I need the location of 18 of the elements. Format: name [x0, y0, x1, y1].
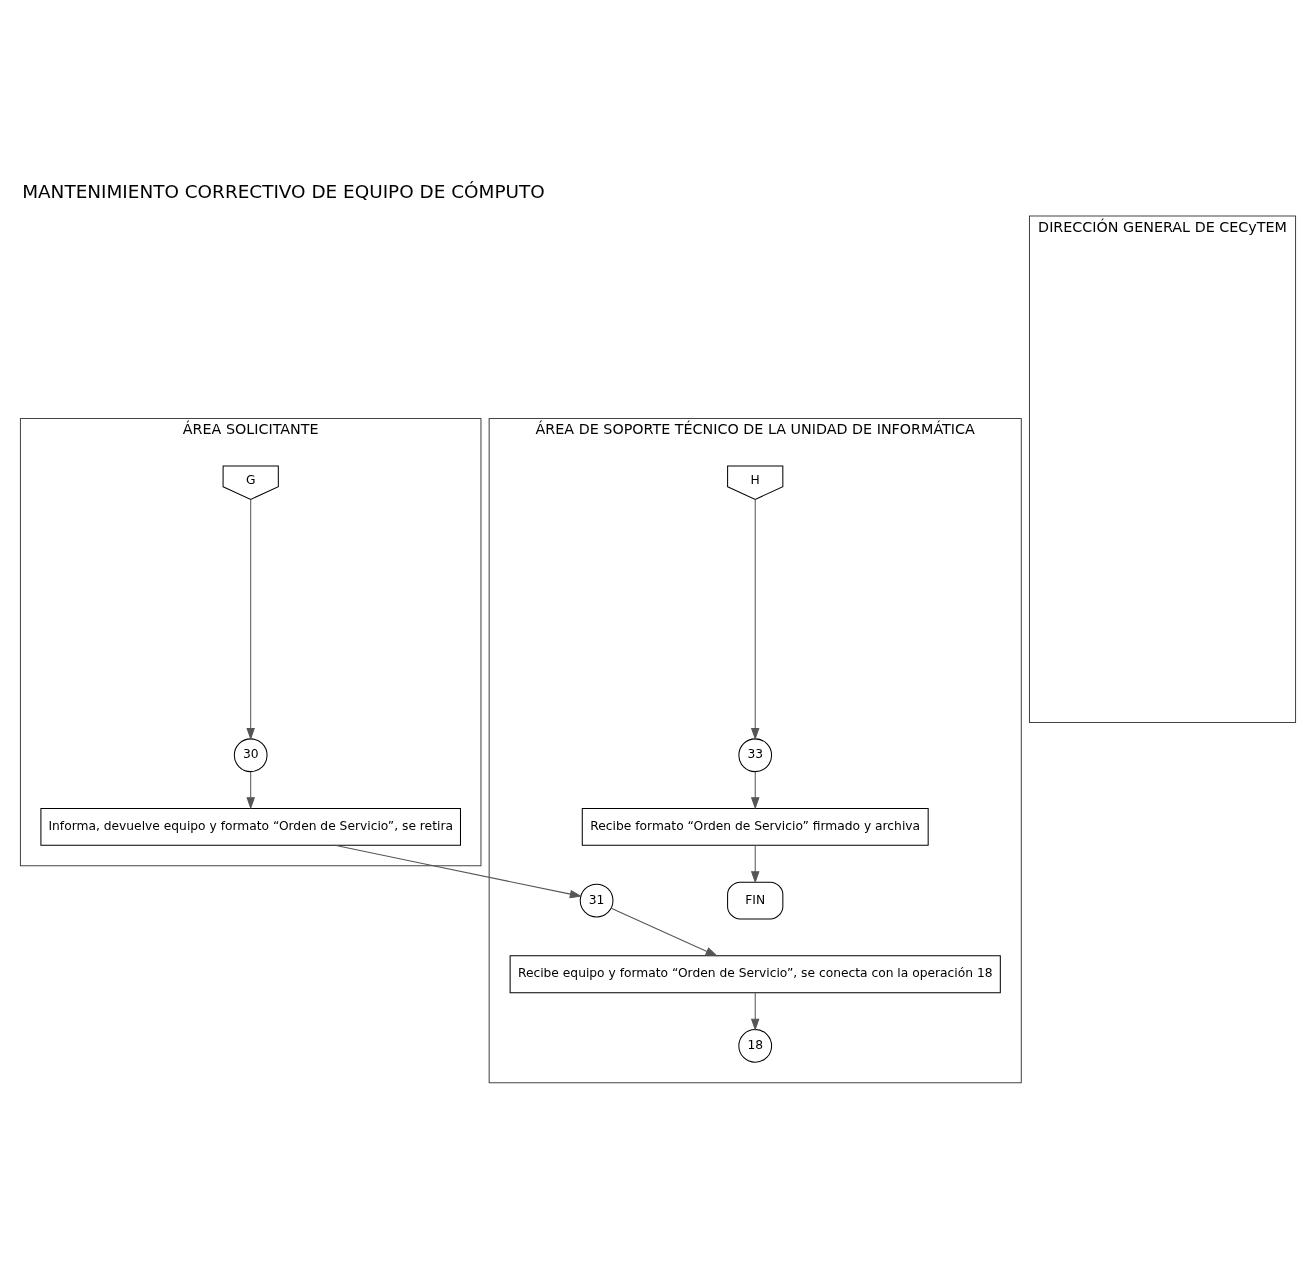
node-box: FIN: [727, 881, 784, 920]
diagram-title: MANTENIMIENTO CORRECTIVO DE EQUIPO DE CÓMPUTO: [22, 180, 545, 202]
node-box: Informa, devuelve equipo y formato “Orden de Servicio”, se retira: [40, 807, 461, 846]
arrow: [334, 844, 583, 899]
arrow: [750, 498, 760, 741]
arrow: [246, 498, 255, 741]
node-box: Recibe equipo y formato “Orden de Servicio”, se conecta con la operación 18: [509, 955, 1001, 994]
arrow: [750, 845, 760, 884]
node-box: DIRECCIÓN GENERAL DE CECyTEM: [1028, 215, 1297, 723]
arrow: [246, 771, 255, 810]
node-circle: 30: [233, 738, 268, 773]
arrow: [750, 771, 760, 810]
node-circle: 18: [738, 1029, 773, 1063]
arrow: [610, 907, 718, 957]
node-box: Recibe formato “Orden de Servicio” firmado y archiva: [581, 807, 929, 846]
arrow: [750, 992, 760, 1031]
node-circle: 31: [579, 883, 614, 918]
node-circle: 33: [738, 738, 773, 773]
